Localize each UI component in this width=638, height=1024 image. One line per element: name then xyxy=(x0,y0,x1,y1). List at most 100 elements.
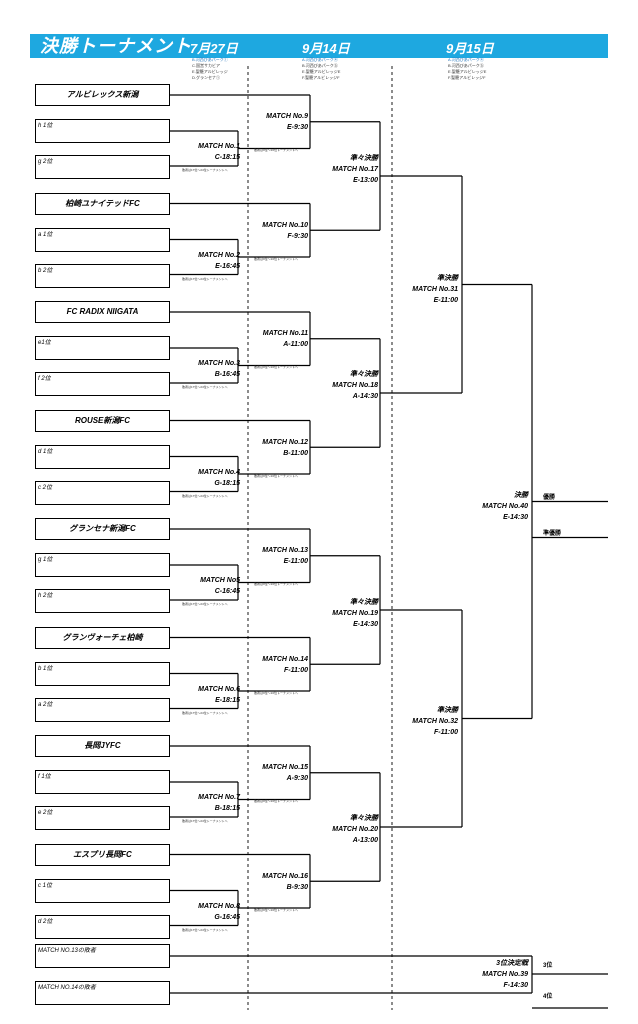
seed-label: e 2位 xyxy=(38,810,53,816)
seed-box: b 1位 xyxy=(35,661,170,686)
match-label: MATCH No.17 xyxy=(332,166,378,173)
header-banner xyxy=(30,34,608,58)
r2-loser-note: 敗者は9位～16位トーナメントへ xyxy=(254,256,299,261)
stage-label: 決勝 xyxy=(514,492,528,499)
seed-box: a 1位 xyxy=(35,227,170,252)
match-label: MATCH No.2 xyxy=(198,251,240,259)
seed-label: g 2位 xyxy=(38,159,53,165)
venue-list-day1: B.河西びあパーク① C.国営サカビア E.聖籠アルビレッジ D.グランセナ① xyxy=(192,57,228,81)
venue-text: A.河西びあパーク④ xyxy=(448,57,484,62)
r1-loser-note: 敗者は17位～24位トーナメントへ xyxy=(182,710,228,715)
match-label: MATCH No.32 xyxy=(412,718,458,725)
time-label: C-18:15 xyxy=(214,154,240,161)
match-label: MATCH No.13 xyxy=(262,547,308,554)
time-label: B-9:30 xyxy=(286,883,308,891)
seed-box: d 1位 xyxy=(35,444,170,469)
team-box: グランヴォーチェ柏崎 xyxy=(35,626,170,649)
time-label: A-11:00 xyxy=(283,341,308,348)
time-label: A-14:30 xyxy=(352,393,378,400)
seed-box: c 1位 xyxy=(35,878,170,903)
r2-loser-note: 敗者は9位～16位トーナメントへ xyxy=(254,365,299,369)
match-label: MATCH No.14 xyxy=(262,655,308,663)
match-label: MATCH No.10 xyxy=(262,221,308,229)
r1-loser-note: 敗者は17位～24位トーナメントへ xyxy=(182,493,228,498)
match-label: MATCH No.6 xyxy=(198,685,240,693)
venue-text: B.河西びあパーク① xyxy=(192,57,228,62)
match-label: MATCH No.18 xyxy=(332,382,378,389)
match-label: MATCH No.31 xyxy=(412,286,458,293)
venue-text: E.聖籠アルビレッジE xyxy=(302,69,341,74)
stage-label: 準々決勝 xyxy=(350,371,378,378)
seed-label: MATCH NO.13の敗者 xyxy=(38,948,96,954)
seed-box: e1位 xyxy=(35,336,170,360)
third-place-seed-box-2: MATCH NO.14の敗者 xyxy=(35,981,170,1005)
stage-label: 準決勝 xyxy=(437,275,458,282)
winner-label: 優勝 xyxy=(543,495,556,501)
r1-loser-note: 敗者は17位～24位トーナメントへ xyxy=(182,276,228,281)
time-label: C-16:45 xyxy=(214,588,240,595)
seed-label: d 2位 xyxy=(38,918,53,925)
seed-label: d 1位 xyxy=(38,448,53,455)
seed-box: f 2位 xyxy=(35,372,170,396)
venue-text: B.河西びあパーク⑤ xyxy=(448,63,484,68)
team-box: FC RADIX NIIGATA xyxy=(35,301,170,323)
match-label: MATCH No.15 xyxy=(262,764,308,771)
seed-label: b 2位 xyxy=(38,267,53,274)
venue-text: B.河西びあパーク⑤ xyxy=(302,63,338,68)
venue-text: E.聖籠アルビレッジE xyxy=(448,69,487,74)
match-label: MATCH No5 xyxy=(200,577,240,584)
stage-label: 3位決定戦 xyxy=(496,960,528,967)
seed-label: c 2位 xyxy=(38,484,53,491)
seed-label: a 2位 xyxy=(38,701,53,708)
day-label-3: 9月15日 xyxy=(446,41,494,56)
seed-label: f 1位 xyxy=(38,774,51,780)
time-label: B-16:45 xyxy=(214,371,240,378)
match-label: MATCH No.40 xyxy=(482,503,528,510)
r1-loser-note: 敗者は17位～24位トーナメントへ xyxy=(182,385,228,389)
venue-text: F.聖籠アルビレッジF xyxy=(448,75,486,80)
r1-loser-note: 敗者は17位～24位トーナメントへ xyxy=(182,602,228,606)
seed-label: g 1位 xyxy=(38,557,53,563)
time-label: G-18:15 xyxy=(214,479,240,487)
seed-box: g 1位 xyxy=(35,553,170,577)
seed-box: c 2位 xyxy=(35,480,170,505)
venue-list-day2: A.河西びあパーク④ B.河西びあパーク⑤ E.聖籠アルビレッジE F.聖籠アル… xyxy=(302,57,340,81)
time-label: E-18:15 xyxy=(215,696,240,704)
match-label: MATCH No.19 xyxy=(332,610,378,617)
seed-label: e1位 xyxy=(38,340,51,346)
time-label: E-13:00 xyxy=(353,177,378,184)
time-label: B-18:15 xyxy=(214,805,240,812)
match-label: MATCH No.16 xyxy=(262,872,308,880)
day-label-2: 9月14日 xyxy=(302,41,350,56)
venue-text: D.グランセナ① xyxy=(192,75,220,80)
time-label: E-9:30 xyxy=(286,124,308,131)
r2-loser-note: 敗者は9位～16位トーナメントへ xyxy=(254,690,299,695)
seed-box: e 2位 xyxy=(35,806,170,830)
time-label: E-14:30 xyxy=(353,621,378,628)
match-label: MATCH No.11 xyxy=(262,330,308,337)
team-box: 柏崎ユナイテッドFC xyxy=(35,192,170,215)
seed-box: h 1位 xyxy=(35,119,170,143)
r2-loser-note: 敗者は9位～16位トーナメントへ xyxy=(254,907,299,912)
third-place-seed-box-1: MATCH NO.13の敗者 xyxy=(35,944,170,968)
venue-list-day3: A.河西びあパーク④ B.河西びあパーク⑤ E.聖籠アルビレッジE F.聖籠アル… xyxy=(448,57,486,81)
